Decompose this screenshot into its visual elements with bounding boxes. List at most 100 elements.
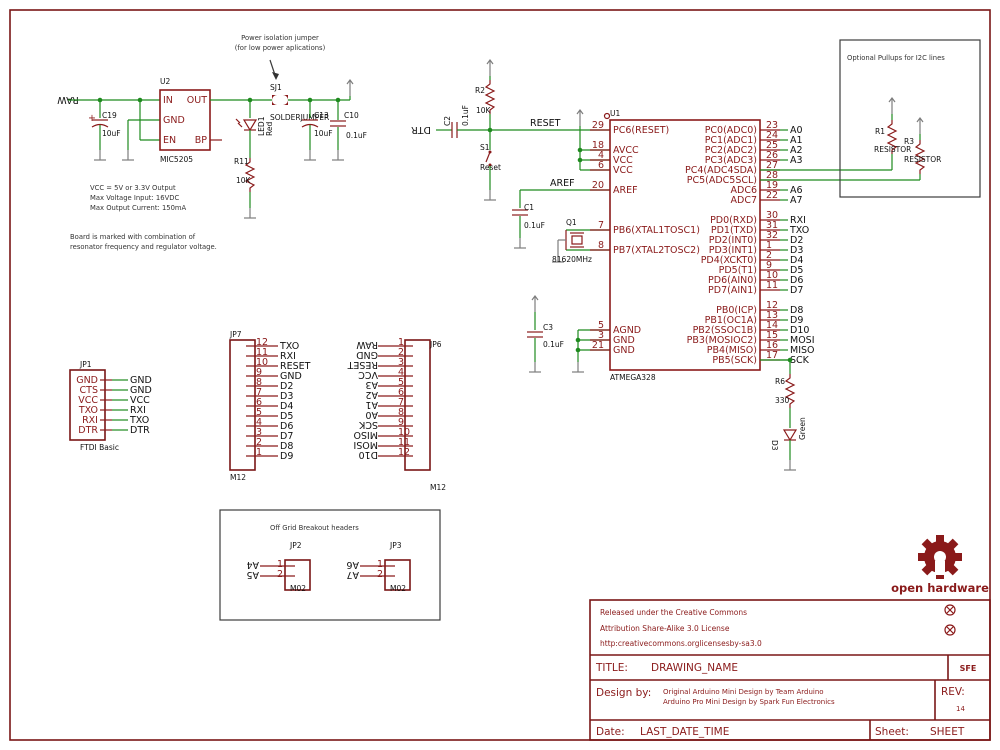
mcu-pin-name: PD4(XCKT0) (701, 255, 757, 266)
jp6-pin-number: 4 (398, 367, 404, 378)
note-board-mark-2: resonator frequency and regulator voltag… (70, 243, 217, 251)
note-regulator-1: VCC = 5V or 3.3V Output (90, 184, 176, 192)
jp7-pin-number: 4 (256, 417, 262, 428)
jp7-ref: JP7 (229, 330, 242, 339)
mcu-pin-name: PC6(RESET) (613, 125, 669, 136)
jp6-pin-number: 10 (398, 427, 410, 438)
mcu-pin-number: 30 (766, 210, 778, 221)
r6-ref: R6 (775, 377, 785, 386)
rev-label: REV: (941, 686, 965, 698)
mcu-pin-name: PC3(ADC3) (705, 155, 757, 166)
mcu-pin-number: 27 (766, 160, 778, 171)
mcu-pin-number: 26 (766, 150, 778, 161)
ftdi-net-label: RXI (130, 405, 146, 416)
mcu-pin-name: PD6(AIN0) (708, 275, 757, 286)
mcu-pin-number: 17 (766, 350, 778, 361)
mcu-pin-number: 7 (598, 220, 604, 231)
u2-pin-gnd: GND (163, 115, 185, 126)
mcu-pin-number: 31 (766, 220, 778, 231)
share-alike-icon (944, 624, 956, 636)
c2-ref: C2 (443, 116, 452, 126)
sj1-solder-jumper (272, 95, 288, 105)
design-by-1: Original Arduino Mini Design by Team Ard… (663, 688, 824, 696)
jp3-ref: JP3 (389, 541, 402, 550)
raw-net-label: RAW (57, 94, 79, 105)
jp6-net-label: SCK (358, 419, 378, 430)
mcu-net-label: D2 (790, 235, 803, 246)
mcu-net-label: MOSI (790, 335, 815, 346)
jp7-pin-number: 1 (256, 447, 262, 458)
mcu-pin-number: 21 (592, 340, 604, 351)
jp6-pins: 1RAW2GND3RESET4VCC5A36A27A18A09SCK10MISO… (347, 337, 413, 460)
power-section: RAW + C19 10uF U2 MIC5205 IN GND EN OUT … (57, 77, 367, 219)
q1-value: 81620MHz (552, 255, 592, 264)
jp6-net-label: A1 (365, 399, 378, 410)
jp7-pin-number: 11 (256, 347, 268, 358)
mcu-pin-name: PB3(MOSIOC2) (687, 335, 757, 346)
mcu-pin-number: 23 (766, 120, 778, 131)
jp7-net-label: D4 (280, 401, 293, 412)
c3-ref: C3 (543, 323, 553, 332)
mcu-pin-name: PC5(ADC5SCL) (687, 175, 757, 186)
mcu-net-label: D8 (790, 305, 803, 316)
mcu-pin-number: 11 (766, 280, 778, 291)
c1-ref: C1 (524, 203, 534, 212)
r11-ref: R11 (234, 157, 249, 166)
jp6-net-label: VCC (358, 369, 378, 380)
jp7-net-label: D3 (280, 391, 293, 402)
u2-pin-in: IN (163, 95, 173, 106)
mcu-pin-number: 20 (592, 180, 604, 191)
r3-ref: R3 (904, 137, 914, 146)
jp6-net-label: A2 (365, 389, 378, 400)
mcu-net-label: D6 (790, 275, 803, 286)
mcu-pin-number: 24 (766, 130, 778, 141)
u2-pin-bp: BP (195, 135, 208, 146)
mcu-net-label: D10 (790, 325, 809, 336)
breakout-note: Off Grid Breakout headers (270, 524, 359, 532)
cc-icon (944, 604, 956, 616)
ftdi-net-label: GND (130, 375, 152, 386)
mcu-pin-number: 15 (766, 330, 778, 341)
jp6-value: M12 (430, 483, 446, 492)
jp7-net-label: D7 (280, 431, 293, 442)
jp2-pin-number: 1 (277, 559, 283, 570)
r3-value: RESISTOR (904, 155, 941, 164)
mcu-pin-name: PB1(OC1A) (705, 315, 757, 326)
u2-pin-en: EN (163, 135, 176, 146)
mcu-pin-name: PD1(TXD) (711, 225, 757, 236)
jp3-net-label: A6 (346, 559, 359, 570)
jp6-pin-number: 1 (398, 337, 404, 348)
jp6-pin-number: 2 (398, 347, 404, 358)
jp6-net-label: GND (356, 349, 378, 360)
jp7-pin-number: 9 (256, 367, 262, 378)
date-label: Date: (596, 726, 625, 738)
design-label: Design by: (596, 687, 651, 699)
c19-plus: + (88, 113, 96, 124)
mcu-pin-number: 29 (592, 120, 604, 131)
mcu-pin-number: 3 (598, 330, 604, 341)
sheet-label: Sheet: (875, 726, 909, 738)
jp6-net-label: D10 (359, 449, 378, 460)
mcu-net-label: D7 (790, 285, 803, 296)
jp6-pin-number: 3 (398, 357, 404, 368)
jp2-net-label: A5 (246, 569, 259, 580)
jp7-value: M12 (230, 473, 246, 482)
ftdi-pin-name: DTR (78, 425, 98, 436)
mcu-pin-name: PB7(XTAL2TOSC2) (613, 245, 700, 256)
mcu-pin-name: PD5(T1) (719, 265, 757, 276)
jp2-value: M02 (290, 584, 306, 593)
drawing-title: DRAWING_NAME (651, 662, 738, 674)
jp6-net-label: MOSI (353, 439, 378, 450)
r1-value: RESISTOR (874, 145, 911, 154)
jp6-net-label: MISO (353, 429, 378, 440)
jp7-net-label: D9 (280, 451, 293, 462)
jp7-pin-number: 7 (256, 387, 262, 398)
mcu-pin-number: 1 (766, 240, 772, 251)
rev-value: 14 (956, 705, 965, 713)
r2-value: 10K (476, 106, 492, 115)
open-hardware-logo: open hardware (891, 535, 989, 595)
mcu-pin-name: PC2(ADC2) (705, 145, 757, 156)
